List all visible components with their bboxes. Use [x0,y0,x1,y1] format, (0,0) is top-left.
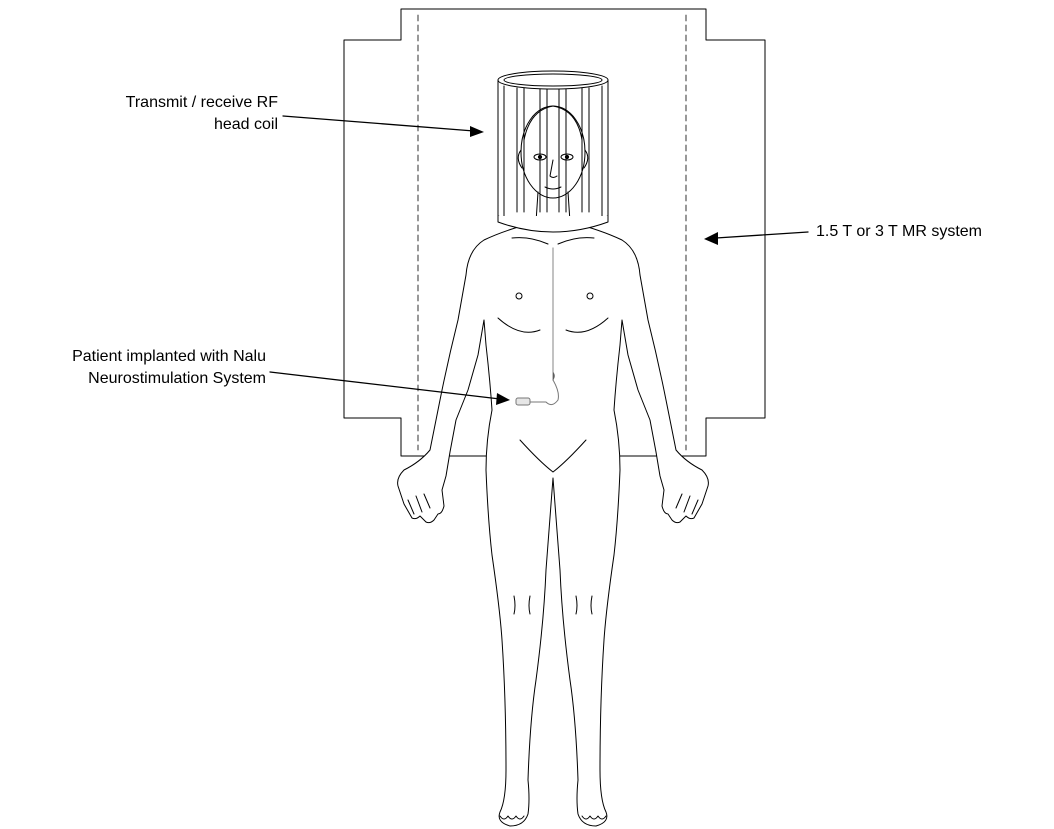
patient-label-line2: Neurostimulation System [0,368,266,390]
mr-system-arrow [704,232,808,245]
head-coil-label-line2: head coil [40,114,278,136]
patient-label-line1: Patient implanted with Nalu [0,346,266,368]
head-coil-label: Transmit / receive RF head coil [40,92,278,136]
mr-system-label-line1: 1.5 T or 3 T MR system [816,221,982,243]
patient-figure [398,106,709,826]
patient-implant-arrow [270,372,510,405]
patient-label: Patient implanted with Nalu Neurostimula… [0,346,266,390]
head-coil-arrow [283,116,484,137]
mr-system-label: 1.5 T or 3 T MR system [816,221,982,243]
head-coil-label-line1: Transmit / receive RF [40,92,278,114]
